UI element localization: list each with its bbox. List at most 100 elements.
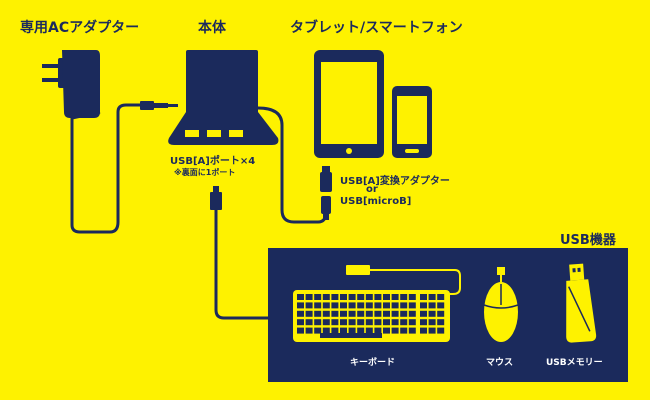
keyboard-key <box>420 294 427 300</box>
keyboard-key <box>365 310 373 317</box>
keyboard-key <box>408 319 416 326</box>
keyboard-key <box>314 319 322 326</box>
keyboard-key <box>383 327 390 334</box>
keyboard-key <box>357 294 365 300</box>
keyboard-key <box>357 302 365 309</box>
keyboard-key <box>340 327 347 334</box>
keyboard-key <box>314 294 322 300</box>
keyboard-key <box>391 319 399 326</box>
keyboard-key <box>322 327 330 334</box>
keyboard-key <box>297 302 304 309</box>
label-conversion-microb: USB[microB] <box>340 196 412 207</box>
keyboard-key <box>391 327 399 334</box>
keyboard-key <box>428 294 436 300</box>
keyboard-key <box>340 302 347 309</box>
keyboard-key <box>322 294 330 300</box>
keyboard-key <box>331 310 339 317</box>
hub-usb-plug <box>210 186 222 210</box>
label-usb-devices: USB機器 <box>560 233 616 248</box>
keyboard-key <box>428 302 436 309</box>
keyboard-spacebar <box>320 333 382 338</box>
keyboard-key <box>383 302 390 309</box>
keyboard-key <box>428 327 436 334</box>
conversion-adapter <box>320 166 332 220</box>
usb-memory-device <box>566 263 597 343</box>
keyboard-key <box>305 302 313 309</box>
keyboard-key <box>408 302 416 309</box>
keyboard-key <box>314 327 322 334</box>
hub-port-icon <box>207 130 221 137</box>
keyboard-key <box>348 294 356 300</box>
label-ac-adapter: 専用ACアダプター <box>20 20 140 36</box>
keyboard-key <box>391 294 399 300</box>
keyboard-key <box>331 302 339 309</box>
label-usb-memory: USBメモリー <box>546 358 603 368</box>
keyboard-key <box>437 327 445 334</box>
label-conversion-or: or <box>366 184 378 195</box>
keyboard-key <box>297 310 304 317</box>
keyboard-key <box>383 294 390 300</box>
hub-device <box>168 50 279 145</box>
keyboard-key <box>340 294 347 300</box>
keyboard-key <box>357 327 365 334</box>
keyboard-key <box>348 310 356 317</box>
keyboard-key <box>365 294 373 300</box>
keyboard-key <box>348 302 356 309</box>
keyboard-key <box>305 310 313 317</box>
keyboard-key <box>322 302 330 309</box>
keyboard-key <box>437 294 445 300</box>
mouse-device <box>483 267 519 342</box>
keyboard-key <box>437 319 445 326</box>
keyboard-key <box>374 310 382 317</box>
label-conversion-adapter: USB[A]変換アダプター <box>340 176 450 187</box>
usb-device-cable <box>214 210 272 320</box>
keyboard-key <box>374 319 382 326</box>
keyboard-key <box>374 327 382 334</box>
keyboard-key <box>331 319 339 326</box>
keyboard-key <box>365 302 373 309</box>
keyboard-key <box>383 319 390 326</box>
keyboard-key <box>408 310 416 317</box>
keyboard-key <box>297 319 304 326</box>
keyboard-key <box>297 327 304 334</box>
keyboard-key <box>305 327 313 334</box>
ac-adapter <box>42 50 100 118</box>
keyboard-key <box>400 319 408 326</box>
keyboard-key <box>322 310 330 317</box>
keyboard-key <box>383 310 390 317</box>
keyboard-key <box>391 302 399 309</box>
keyboard-key <box>340 310 347 317</box>
label-mouse: マウス <box>486 358 514 368</box>
adapter-cable <box>70 103 142 234</box>
keyboard-key <box>428 310 436 317</box>
smartphone-device <box>392 86 432 158</box>
keyboard-key <box>322 319 330 326</box>
keyboard-device <box>293 265 450 342</box>
keyboard-key <box>400 327 408 334</box>
keyboard-key <box>314 302 322 309</box>
label-keyboard: キーボード <box>350 358 396 368</box>
keyboard-key <box>357 319 365 326</box>
keyboard-key <box>365 327 373 334</box>
keyboard-key <box>437 302 445 309</box>
keyboard-key <box>305 294 313 300</box>
keyboard-key <box>420 302 427 309</box>
keyboard-key <box>420 319 427 326</box>
keyboard-key <box>420 310 427 317</box>
label-hub: 本体 <box>198 20 226 36</box>
hub-port-icon <box>229 130 243 137</box>
dc-plug <box>140 101 178 110</box>
keyboard-key <box>365 319 373 326</box>
keyboard-key <box>400 294 408 300</box>
keyboard-key <box>374 294 382 300</box>
keyboard-key <box>400 310 408 317</box>
keyboard-key <box>340 319 347 326</box>
keyboard-key <box>420 327 427 334</box>
keyboard-key <box>408 327 416 334</box>
keyboard-key <box>297 294 304 300</box>
keyboard-key <box>374 302 382 309</box>
keyboard-key <box>348 327 356 334</box>
keyboard-key <box>305 319 313 326</box>
